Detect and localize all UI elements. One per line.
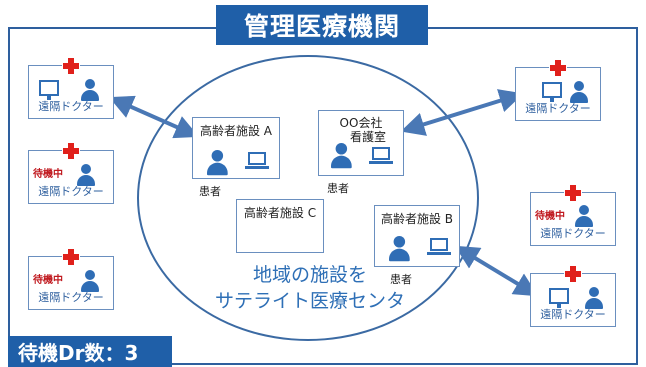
arrow-remote1-to-a (109, 95, 199, 139)
waiting-doctor-card: 待機中 遠隔ドクター (28, 142, 114, 204)
doctor-icon (77, 164, 95, 186)
facility-a-box: 高齢者施設 A (192, 117, 280, 179)
doctor-icon (585, 287, 603, 309)
facility-a-label: 高齢者施設 A (199, 124, 273, 138)
remote-doctor-card: 遠隔ドクター (530, 265, 616, 327)
diagram-title: 管理医療機関 (216, 5, 428, 45)
medical-cross-icon (549, 59, 567, 77)
medical-cross-icon (62, 57, 80, 75)
facility-b-box: 高齢者施設 B (374, 205, 460, 267)
medical-cross-icon (62, 142, 80, 160)
medical-cross-icon (564, 184, 582, 202)
facility-b-caption: 患者 (390, 273, 412, 286)
facility-c-label: 高齢者施設 C (243, 206, 317, 220)
remote-doctor-label: 遠隔ドクター (525, 102, 591, 115)
monitor-icon (549, 288, 569, 308)
arrow-b-to-remote5 (454, 245, 539, 297)
doctor-icon (81, 79, 99, 101)
waiting-label: 待機中 (535, 211, 565, 222)
waiting-label: 待機中 (33, 275, 63, 286)
remote-doctor-label: 遠隔ドクター (38, 185, 104, 198)
remote-doctor-label: 遠隔ドクター (540, 227, 606, 240)
laptop-icon (245, 152, 269, 170)
center-caption: 地域の施設を サテライト医療センタ (190, 262, 430, 314)
arrow-company-to-remote2 (400, 89, 524, 136)
doctor-icon (81, 270, 99, 292)
facility-a-caption: 患者 (199, 185, 221, 198)
remote-doctor-label: 遠隔ドクター (38, 291, 104, 304)
laptop-icon (369, 147, 393, 165)
patient-icon (331, 143, 352, 169)
company-label: OO会社 (339, 116, 383, 130)
waiting-doctor-counter: 待機Dr数：3 (8, 336, 172, 367)
center-line-1: 地域の施設を (252, 264, 367, 286)
medical-cross-icon (564, 265, 582, 283)
patient-icon (389, 236, 410, 262)
waiting-doctor-card: 待機中 遠隔ドクター (530, 184, 616, 246)
medical-cross-icon (62, 248, 80, 266)
remote-doctor-label: 遠隔ドクター (540, 308, 606, 321)
doctor-icon (575, 205, 593, 227)
monitor-icon (39, 80, 59, 100)
remote-doctor-label: 遠隔ドクター (38, 100, 104, 113)
laptop-icon (427, 238, 451, 256)
center-line-2: サテライト医療センタ (214, 290, 405, 312)
waiting-label: 待機中 (33, 169, 63, 180)
doctor-icon (570, 81, 588, 103)
patient-icon (207, 150, 228, 176)
company-nurse-room-box: OO会社 看護室 (318, 110, 404, 176)
remote-doctor-card: 遠隔ドクター (515, 59, 601, 121)
facility-b-label: 高齢者施設 B (380, 212, 454, 226)
waiting-doctor-card: 待機中 遠隔ドクター (28, 248, 114, 310)
monitor-icon (542, 82, 562, 102)
regional-facilities-oval (137, 55, 479, 341)
facility-c-box: 高齢者施設 C (236, 199, 324, 253)
nurse-room-label: 看護室 (349, 130, 386, 144)
company-caption: 患者 (327, 182, 349, 195)
remote-doctor-card: 遠隔ドクター (28, 57, 114, 119)
